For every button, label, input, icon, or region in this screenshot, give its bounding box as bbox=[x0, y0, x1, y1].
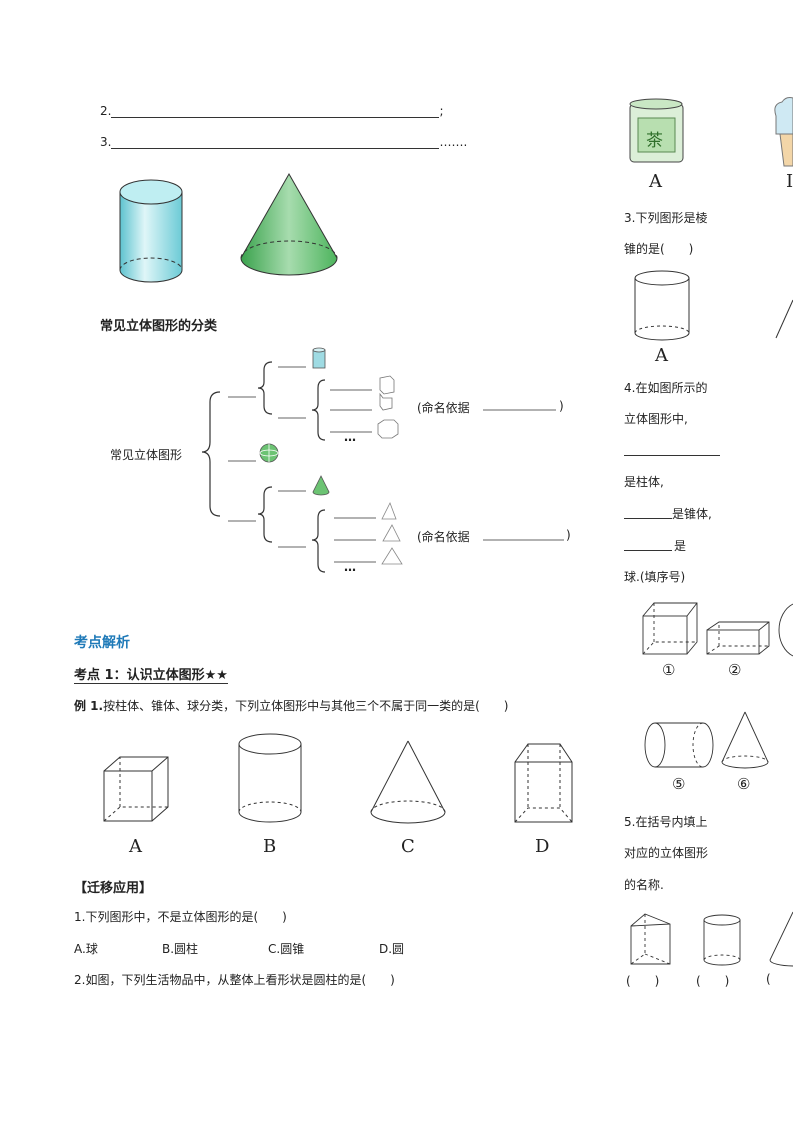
top-label-a: A bbox=[649, 171, 662, 192]
small-sphere-icon bbox=[259, 443, 279, 463]
option-b-label: B bbox=[263, 836, 277, 857]
cube-figure bbox=[103, 756, 169, 822]
q4-line6: 球.(填序号) bbox=[624, 570, 686, 584]
small-prism-icon bbox=[377, 375, 399, 439]
q3-line2: 锥的是( ) bbox=[624, 242, 694, 256]
naming-basis-2-end: ) bbox=[566, 528, 571, 542]
q3-cone-edge bbox=[775, 299, 793, 339]
cyan-cylinder bbox=[119, 179, 183, 283]
question-2: 2.如图，下列生活物品中，从整体上看形状是圆柱的是( ) bbox=[74, 973, 395, 987]
small-pyramid-icon bbox=[381, 502, 403, 565]
cone-figure bbox=[370, 740, 446, 824]
option-c-label: C bbox=[401, 836, 415, 857]
q4-line2: 立体图形中, bbox=[624, 412, 688, 426]
tea-char: 茶 bbox=[646, 131, 663, 151]
q4-num-6: ⑥ bbox=[737, 775, 751, 793]
naming-basis-1: (命名依据 bbox=[417, 401, 470, 415]
q1-option-c[interactable]: C.圆锥 bbox=[268, 942, 305, 956]
q5-paren-2[interactable]: ( ) bbox=[696, 974, 730, 988]
q5-figures bbox=[630, 911, 793, 967]
option-a-label: A bbox=[129, 836, 142, 857]
q4-line4: 是锥体, bbox=[672, 507, 712, 521]
q5-paren-3[interactable]: ( bbox=[766, 972, 771, 986]
q5-line1: 5.在括号内填上 bbox=[624, 815, 708, 829]
q4-blank-prism[interactable] bbox=[624, 441, 720, 456]
fill-blank[interactable] bbox=[111, 136, 440, 149]
kaodian-heading: 考点 1：认识立体图形★★ bbox=[74, 664, 228, 684]
q5-paren-1[interactable]: ( ) bbox=[626, 974, 660, 988]
q4-num-5: ⑤ bbox=[672, 775, 686, 793]
blank-line-2: 2.; bbox=[100, 104, 444, 118]
line-number: 3. bbox=[100, 135, 112, 149]
kaodian-text: 考点 1：认识立体图形 bbox=[74, 668, 205, 683]
q4-num-2: ② bbox=[728, 661, 742, 679]
cylinder-figure bbox=[238, 733, 302, 823]
fill-blank[interactable] bbox=[111, 105, 440, 118]
star-rating: ★★ bbox=[204, 668, 228, 683]
green-cone bbox=[240, 172, 338, 276]
tree-root: 常见立体图形 bbox=[110, 448, 183, 462]
ice-cream-figure bbox=[774, 97, 793, 167]
line-number: 2. bbox=[100, 104, 112, 118]
q3-line1: 3.下列图形是棱 bbox=[624, 211, 708, 225]
q5-line3: 的名称. bbox=[624, 878, 664, 892]
small-cone-icon bbox=[312, 475, 330, 496]
example-1: 例 1.按柱体、锥体、球分类，下列立体图形中与其他三个不属于同一类的是( ) bbox=[74, 697, 508, 714]
example-text: 按柱体、锥体、球分类，下列立体图形中与其他三个不属于同一类的是( ) bbox=[103, 699, 509, 713]
tree-ellipsis: … bbox=[344, 430, 356, 444]
q4-line3: 是柱体, bbox=[624, 475, 664, 489]
line-end: ; bbox=[439, 104, 444, 118]
naming-basis-1-end: ) bbox=[559, 399, 564, 413]
tea-can-figure bbox=[629, 98, 684, 163]
q4-line5: 是 bbox=[674, 539, 687, 553]
small-cylinder-icon bbox=[312, 347, 326, 369]
q4-num-1: ① bbox=[662, 661, 676, 679]
q5-line2: 对应的立体图形 bbox=[624, 846, 709, 860]
cylinder-cone-illustration bbox=[119, 172, 338, 283]
q3-cylinder-figure bbox=[634, 270, 690, 341]
prism-figure bbox=[514, 743, 573, 823]
naming-basis-2: (命名依据 bbox=[417, 530, 470, 544]
q1-option-d[interactable]: D.圆 bbox=[379, 942, 405, 956]
q4-blank-sphere[interactable] bbox=[624, 536, 672, 551]
q4-line1: 4.在如图所示的 bbox=[624, 381, 708, 395]
classify-heading: 常见立体图形的分类 bbox=[100, 319, 218, 334]
transfer-heading: 【迁移应用】 bbox=[74, 881, 153, 896]
q4-figures bbox=[642, 602, 793, 769]
blank-line-3: 3. ……. bbox=[100, 135, 467, 149]
line-end: ……. bbox=[439, 135, 468, 149]
q3-label-a: A bbox=[655, 345, 668, 366]
question-1: 1.下列图形中，不是立体图形的是( ) bbox=[74, 910, 287, 924]
option-d-label: D bbox=[535, 836, 550, 857]
q1-option-b[interactable]: B.圆柱 bbox=[162, 942, 199, 956]
q1-option-a[interactable]: A.球 bbox=[74, 942, 98, 956]
top-label-b: I bbox=[786, 171, 793, 192]
q4-blank-cone[interactable] bbox=[624, 504, 672, 519]
tree-ellipsis: … bbox=[344, 560, 356, 574]
example-label: 例 1. bbox=[74, 699, 104, 713]
section-title: 考点解析 bbox=[74, 635, 130, 651]
